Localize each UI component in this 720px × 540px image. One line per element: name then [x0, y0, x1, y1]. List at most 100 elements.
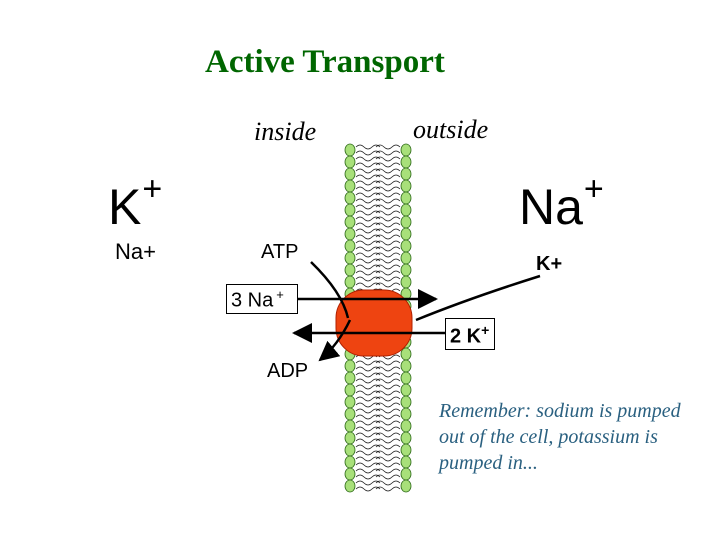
lipid-tail: [355, 426, 401, 432]
lipid-head: [400, 143, 412, 157]
lipid-tail: [355, 198, 401, 204]
lipid-head: [400, 155, 412, 169]
lipid-head: [400, 203, 412, 217]
lipid-tail: [355, 234, 401, 240]
lipid-head: [344, 419, 356, 433]
lipid-tail: [355, 228, 401, 234]
lipid-head: [344, 443, 356, 457]
three-sodium-box: 3 Na+: [226, 284, 298, 314]
lipid-tail: [355, 384, 401, 390]
sodium-inside-label: Na+: [115, 239, 156, 264]
lipid-head: [344, 431, 356, 445]
potassium-outside-label: K+: [536, 253, 563, 275]
lipid-head: [400, 239, 412, 253]
lipid-head: [344, 479, 356, 493]
lipid-tail: [355, 162, 401, 168]
lipid-head: [344, 395, 356, 409]
lipid-head: [344, 167, 356, 181]
lipid-tail: [355, 438, 401, 444]
lipid-tail: [355, 468, 401, 474]
lipid-tail: [355, 186, 401, 192]
lipid-tail: [355, 204, 401, 210]
lipid-tail: [355, 264, 401, 270]
lipid-head: [344, 239, 356, 253]
lipid-head: [344, 191, 356, 205]
lipid-tail: [355, 462, 401, 468]
lipid-head: [344, 383, 356, 397]
lipid-tail: [355, 390, 401, 396]
lipid-head: [344, 407, 356, 421]
lipid-head: [400, 179, 412, 193]
lipid-tail: [355, 396, 401, 402]
lipid-tail: [355, 216, 401, 222]
lipid-tail: [355, 360, 401, 366]
atp-arrow: [310, 261, 350, 319]
lipid-head: [344, 215, 356, 229]
adp-arrow: [318, 319, 352, 362]
lipid-head: [400, 275, 412, 289]
lipid-head: [400, 347, 412, 361]
page-title: Active Transport: [205, 44, 445, 80]
atp-label: ATP: [261, 241, 299, 263]
lipid-tail: [355, 252, 401, 258]
lipid-head: [344, 203, 356, 217]
lipid-head: [344, 455, 356, 469]
potassium-inside-label: K+: [108, 170, 163, 235]
lipid-head: [400, 371, 412, 385]
lipid-tail: [355, 258, 401, 264]
lipid-tail: [355, 474, 401, 480]
lipid-tail: [355, 414, 401, 420]
lipid-head: [400, 263, 412, 277]
lipid-head: [400, 359, 412, 373]
lipid-tail: [355, 210, 401, 216]
lipid-tail: [355, 156, 401, 162]
lipid-tail: [355, 456, 401, 462]
inside-label: inside: [254, 117, 317, 146]
sodium-outside-label: Na+: [519, 170, 604, 235]
lipid-head: [400, 251, 412, 265]
lipid-head: [344, 143, 356, 157]
lipid-head: [344, 179, 356, 193]
lipid-head: [344, 155, 356, 169]
lipid-tail: [355, 150, 401, 156]
adp-label: ADP: [267, 360, 309, 382]
lipid-tail: [355, 444, 401, 450]
lipid-head: [400, 191, 412, 205]
lipid-tail: [355, 450, 401, 456]
lipid-tail: [355, 408, 401, 414]
lipid-tail: [355, 240, 401, 246]
lipid-head: [344, 263, 356, 277]
lipid-head: [344, 275, 356, 289]
lipid-head: [344, 227, 356, 241]
lipid-head: [344, 359, 356, 373]
transport-arrows: [292, 261, 541, 362]
lipid-head: [400, 467, 412, 481]
lipid-head: [400, 407, 412, 421]
remember-note: Remember: sodium is pumped out of the ce…: [439, 400, 681, 474]
lipid-head: [400, 383, 412, 397]
lipid-tail: [355, 402, 401, 408]
lipid-head: [344, 467, 356, 481]
lipid-head: [400, 227, 412, 241]
two-potassium-box: 2 K+: [445, 318, 495, 350]
k-bind-arrow: [415, 274, 541, 322]
lipid-head: [344, 251, 356, 265]
lipid-head: [400, 419, 412, 433]
lipid-tail: [355, 192, 401, 198]
lipid-head: [400, 167, 412, 181]
lipid-head: [344, 371, 356, 385]
lipid-head: [400, 479, 412, 493]
outside-label: outside: [413, 115, 489, 144]
lipid-tail: [355, 366, 401, 372]
lipid-tail: [355, 180, 401, 186]
lipid-head: [400, 455, 412, 469]
lipid-tail: [355, 432, 401, 438]
lipid-tail: [355, 276, 401, 282]
lipid-tail: [355, 144, 401, 150]
lipid-tail: [355, 246, 401, 252]
lipid-head: [400, 431, 412, 445]
lipid-tail: [355, 372, 401, 378]
lipid-tail: [355, 420, 401, 426]
lipid-tail: [355, 222, 401, 228]
